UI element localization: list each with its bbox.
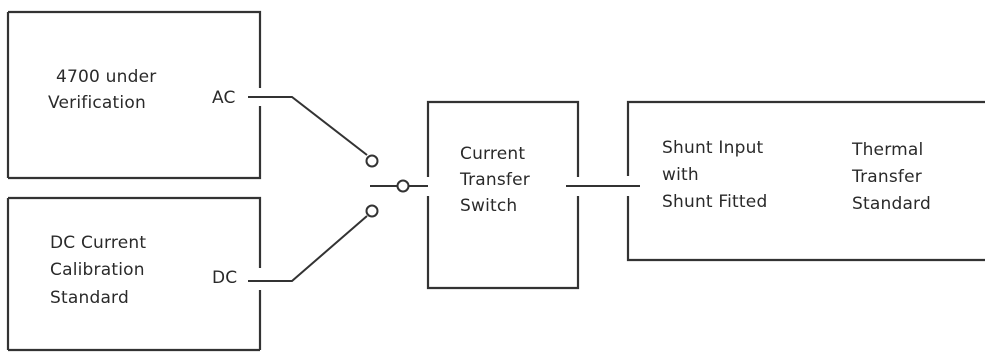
shunt-input-label-line2: with [662, 165, 699, 185]
transfer-switch-block: Current Transfer Switch [426, 100, 580, 290]
ac-port-label: AC [212, 88, 236, 108]
uut-label-line2: Verification [48, 93, 146, 113]
dc-standard-label-line2: Calibration [50, 260, 145, 280]
thermal-standard-label-line2: Transfer [851, 167, 922, 187]
common-contact-node [396, 179, 410, 193]
dc-port-label: DC [212, 268, 237, 288]
dc-standard-label-line3: Standard [50, 288, 129, 308]
shunt-input-label-line3: Shunt Fitted [662, 192, 767, 212]
thermal-standard-label-line1: Thermal [851, 140, 923, 160]
switch-label-line3: Switch [460, 196, 517, 216]
thermal-standard-block: Shunt Input with Shunt Fitted Thermal Tr… [626, 100, 985, 262]
dc-lead [248, 215, 368, 282]
shunt-input-label-line1: Shunt Input [662, 138, 764, 158]
thermal-standard-label-line3: Standard [852, 194, 931, 214]
dc-contact-node [365, 204, 379, 218]
dc-standard-block: DC Current Calibration Standard DC [6, 196, 262, 352]
switch-label-line2: Transfer [459, 170, 530, 190]
uut-label-line1: 4700 under [56, 67, 156, 87]
dc-standard-label-line1: DC Current [50, 233, 146, 253]
ac-lead [248, 96, 368, 156]
ac-contact-node [365, 154, 379, 168]
uut-block: 4700 under Verification AC [6, 10, 262, 180]
switch-label-line1: Current [460, 144, 525, 164]
